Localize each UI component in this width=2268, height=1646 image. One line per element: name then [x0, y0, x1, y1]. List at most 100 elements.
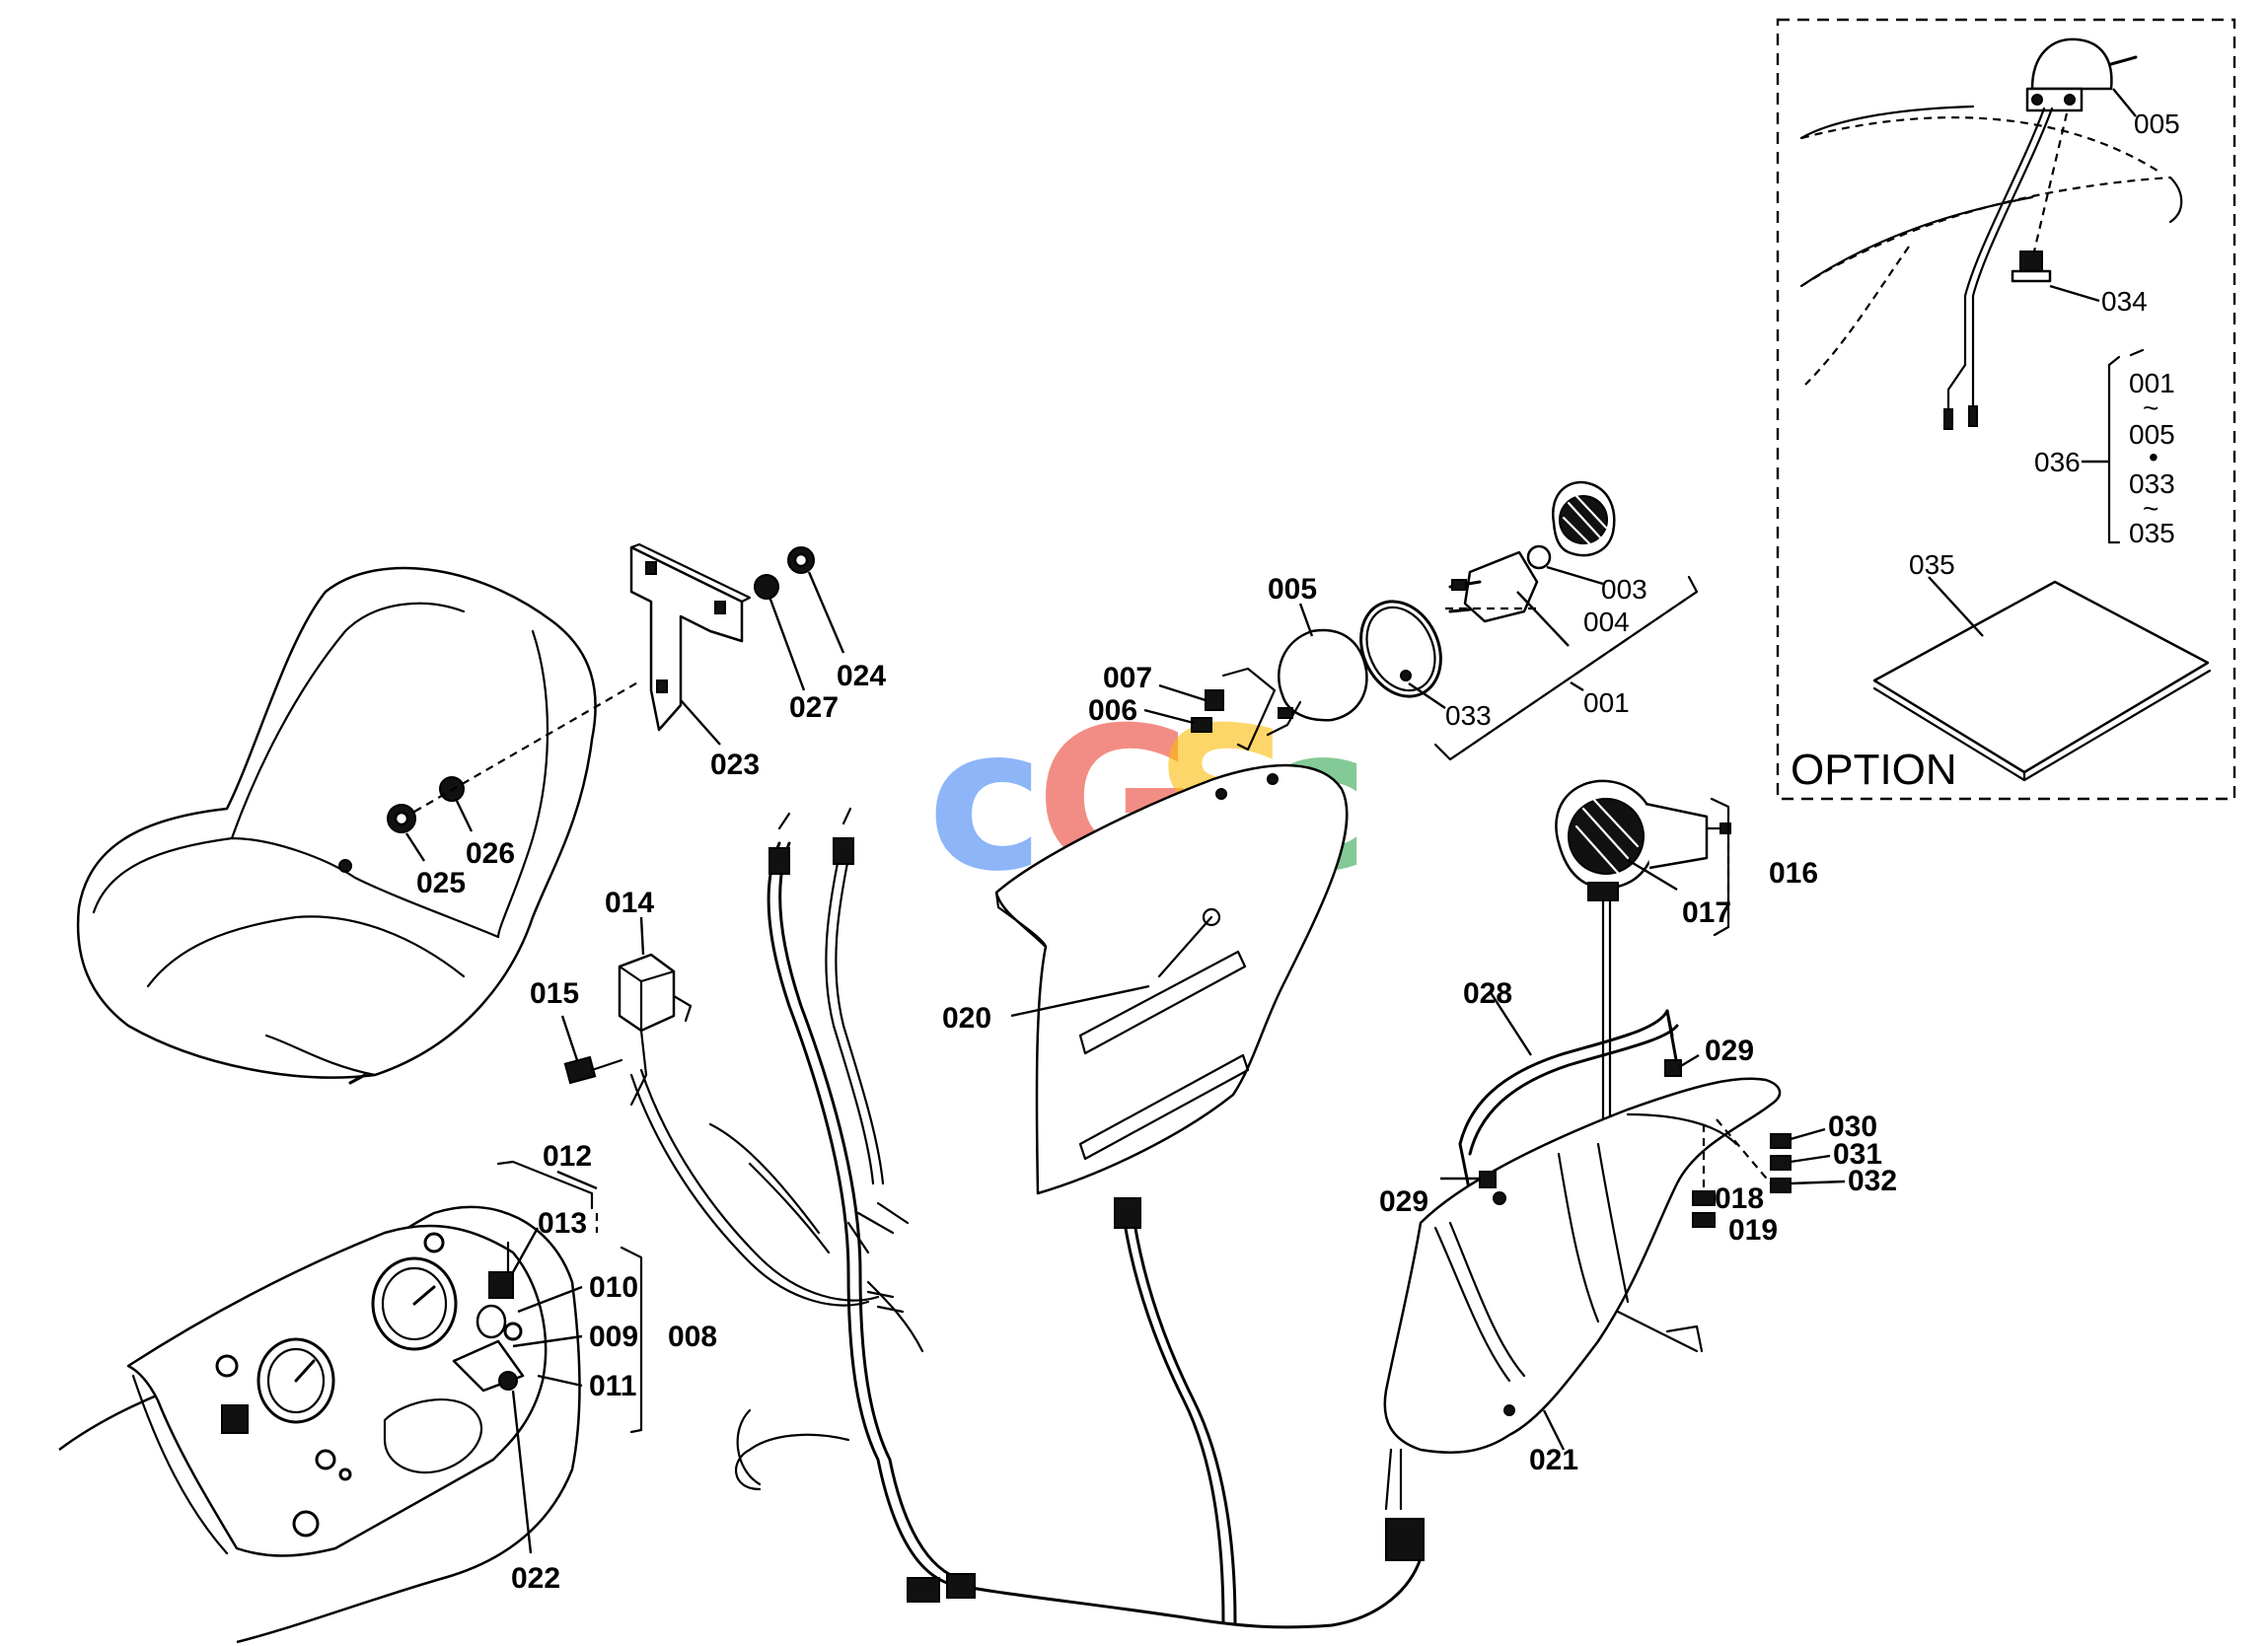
label-opt-034: 034	[2101, 286, 2148, 317]
label-026: 026	[466, 837, 515, 870]
lamp-bolt	[1719, 823, 1731, 834]
leader-013	[511, 1227, 540, 1273]
leader-032	[1790, 1180, 1846, 1185]
leader-026	[454, 798, 474, 832]
panel-020	[994, 763, 1349, 1195]
bracket-036	[2107, 363, 2121, 544]
option-beacon-lamp	[2025, 37, 2138, 112]
label-006: 006	[1088, 694, 1137, 727]
bolts-030-032	[1716, 1118, 1792, 1193]
leader-022	[511, 1390, 533, 1554]
switch-assembly-008	[452, 1241, 525, 1393]
label-003: 003	[1601, 574, 1647, 605]
grommet-029	[1479, 1059, 1682, 1188]
label-010: 010	[589, 1271, 638, 1304]
seat-mount-dashline	[413, 680, 642, 813]
leader-015	[560, 1015, 579, 1061]
label-027: 027	[789, 691, 839, 724]
label-opt-dot: •	[2149, 442, 2158, 472]
leader-017	[1627, 858, 1678, 892]
leader-007	[1158, 683, 1207, 702]
connector-015	[563, 1055, 623, 1085]
label-opt-range-035: 035	[2129, 518, 2175, 548]
leader-006	[1143, 708, 1195, 725]
label-024: 024	[837, 660, 886, 692]
bracket-008	[620, 1246, 643, 1434]
bracket-036-top	[2107, 348, 2145, 367]
option-box-title: OPTION	[1791, 746, 1957, 794]
leader-005	[1298, 603, 1314, 637]
leader-004	[1516, 591, 1570, 647]
leader-opt-035	[1928, 576, 1984, 637]
leader-014	[639, 916, 645, 956]
label-028: 028	[1463, 977, 1512, 1010]
label-opt-range-001: 001	[2129, 368, 2175, 398]
option-fender-curve-4	[1799, 195, 2034, 288]
label-opt-tilde-1: ~	[2143, 393, 2158, 423]
label-019: 019	[1728, 1214, 1778, 1247]
washer-027	[754, 574, 779, 600]
label-opt-035: 035	[1909, 549, 1955, 580]
leader-003	[1546, 565, 1604, 586]
leader-opt-034	[2049, 284, 2100, 303]
label-023: 023	[710, 749, 760, 781]
leader-024	[807, 571, 845, 654]
seat-bracket-023	[629, 542, 752, 732]
label-012: 012	[543, 1140, 592, 1173]
option-bolt-dashline	[2032, 112, 2069, 252]
option-manual-sheet-035	[1872, 580, 2212, 782]
headlight-005	[1266, 628, 1368, 737]
label-017: 017	[1682, 896, 1731, 929]
option-connector-1	[1943, 408, 1953, 430]
option-fender-curve-6	[1804, 246, 1910, 386]
label-020: 020	[942, 1002, 991, 1035]
bulb-housing-004	[1448, 544, 1552, 623]
option-fender-curve-1	[1800, 116, 2161, 174]
label-018: 018	[1715, 1182, 1764, 1215]
bracket-012	[496, 1160, 594, 1210]
label-004: 004	[1583, 607, 1630, 637]
label-021: 021	[1529, 1444, 1578, 1476]
part-labels: 024 027 023 026 025 005 007 006 033 004 …	[416, 573, 1897, 1595]
label-001: 001	[1583, 687, 1630, 718]
label-022: 022	[511, 1562, 560, 1595]
option-lamp-cable-2	[1971, 107, 2054, 367]
mount-bracket-007	[1191, 667, 1277, 751]
leader-opt-005	[2112, 88, 2137, 117]
option-box: 005 034 036 001 ~ 005 • 033 ~ 035 035 OP…	[1776, 18, 2236, 801]
leader-029a	[1678, 1053, 1700, 1069]
leader-009	[512, 1334, 583, 1348]
bracket-016	[1710, 797, 1730, 937]
label-011: 011	[589, 1370, 636, 1402]
label-009: 009	[589, 1321, 638, 1353]
label-opt-036: 036	[2034, 447, 2081, 477]
label-025: 025	[416, 867, 466, 899]
option-fender-curve-5	[2168, 176, 2183, 224]
work-lamp-017	[1555, 779, 1709, 1146]
bracket-001	[1433, 575, 1699, 761]
label-008: 008	[668, 1321, 717, 1353]
label-029a: 029	[1705, 1035, 1754, 1067]
seat	[76, 566, 597, 1085]
leader-031	[1790, 1154, 1831, 1164]
fender-021	[1383, 1077, 1782, 1561]
label-030: 030	[1828, 1110, 1877, 1143]
leader-033	[1408, 682, 1446, 709]
leader-027	[768, 596, 806, 691]
option-lamp-cable	[1963, 107, 2046, 367]
option-box-border	[1776, 18, 2236, 801]
label-opt-tilde-2: ~	[2143, 493, 2158, 524]
wire-harness	[629, 807, 1423, 1629]
label-opt-range-033: 033	[2129, 468, 2175, 499]
label-opt-range-005: 005	[2129, 419, 2175, 450]
label-013: 013	[538, 1207, 587, 1240]
label-031: 031	[1833, 1138, 1882, 1171]
leader-012	[556, 1170, 598, 1190]
label-014: 014	[605, 887, 654, 919]
label-016: 016	[1769, 857, 1818, 890]
label-opt-005: 005	[2134, 108, 2180, 139]
bolt-024	[787, 546, 815, 574]
leader-025	[404, 832, 426, 862]
label-015: 015	[530, 977, 579, 1010]
